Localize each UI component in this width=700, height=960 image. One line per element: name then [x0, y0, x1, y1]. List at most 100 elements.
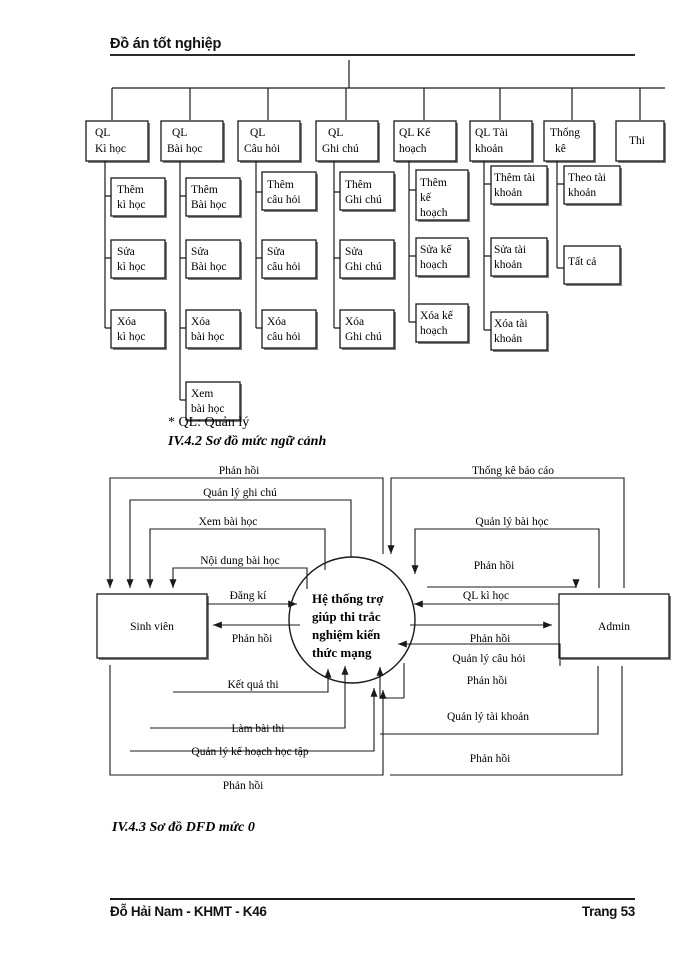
dfd-process-circle: Hệ thống trợ giúp thi trắc nghiệm kiến t… — [288, 556, 416, 684]
dfd-level0-chart: Hệ thống trợ giúp thi trắc nghiệm kiến t… — [0, 462, 700, 812]
node-label: Xóa tài — [494, 318, 528, 330]
flow-label: Đăng kí — [230, 590, 268, 602]
node-label: Thêm — [420, 177, 447, 189]
caption-section-442: IV.4.2 Sơ đồ mức ngữ cảnh — [168, 434, 327, 449]
node-label: khoản — [494, 259, 522, 271]
node-label: Thêm — [267, 179, 294, 191]
node-label: kê — [555, 143, 566, 155]
header-title: Đồ án tốt nghiệp — [110, 36, 222, 52]
dfd-flow-right-thong-ke-bao-cao: Thống kê báo cáo — [387, 464, 625, 588]
node-label: QL — [328, 127, 343, 139]
entity-label: Sinh viên — [130, 621, 174, 633]
node-label: QL — [172, 127, 187, 139]
dfd-flow-left-ket-qua-thi: Kết quả thi — [173, 669, 332, 693]
dfd-flow-right-ql-ki-hoc: QL kì học — [414, 590, 559, 608]
node-label: Thêm tài — [494, 172, 535, 184]
dfd-flow-right-phan-hoi-4: Phản hồi — [390, 666, 623, 776]
node-label: Bài học — [167, 143, 202, 155]
node-label: Sửa kế — [420, 243, 452, 256]
node-label: Ghi chú — [345, 194, 382, 206]
dfd-flow-left-quan-ly-ghi-chu: Quản lý ghi chú — [126, 487, 352, 588]
process-label-line: Hệ thống trợ — [312, 591, 384, 606]
node-label: khoản — [475, 143, 503, 155]
node-label: bài học — [191, 331, 225, 343]
node-label: Sửa — [117, 246, 135, 258]
node-label: hoạch — [420, 207, 448, 219]
node-label: Thi — [629, 135, 645, 147]
flow-label: Quản lý bài học — [475, 516, 548, 528]
node-label: Sửa — [267, 246, 285, 258]
flow-label: Quản lý tài khoản — [447, 711, 529, 723]
node-label: Xóa — [345, 316, 364, 328]
node-label: kì học — [117, 331, 145, 343]
node-label: kế — [420, 191, 432, 204]
node-label: hoạch — [399, 143, 427, 155]
hierarchy-column-cau-hoi: QL Câu hỏi Thêm câu hỏi Sửa câu hỏi Xóa … — [237, 120, 318, 350]
dfd-entity-admin: Admin — [558, 593, 671, 660]
hierarchy-column-thi: Thi — [615, 120, 666, 163]
dfd-flow-left-phan-hoi-3: Phản hồi — [109, 665, 387, 792]
header-rule — [110, 54, 635, 56]
node-label: Xóa — [117, 316, 136, 328]
node-label: Xóa — [191, 316, 210, 328]
process-label-line: thức mạng — [312, 645, 372, 660]
node-label: kì học — [117, 199, 145, 211]
node-label: Kì học — [95, 143, 126, 155]
flow-label: Phản hồi — [470, 632, 511, 645]
node-label: khoản — [568, 187, 596, 199]
node-label: Ghi chú — [345, 331, 382, 343]
node-label: Thống — [550, 126, 580, 139]
note-ql-abbreviation: * QL: Quản lý — [168, 415, 250, 430]
dfd-flow-right-phan-hoi-2: Phản hồi — [410, 621, 552, 645]
flow-label: Xem bài học — [199, 516, 258, 528]
flow-label: Phản hồi — [232, 632, 273, 645]
node-label: câu hỏi — [267, 261, 301, 273]
node-label: Ghi chú — [322, 143, 359, 155]
caption-section-443: IV.4.3 Sơ đồ DFD mức 0 — [112, 820, 255, 835]
dfd-flow-left-phan-hoi-2: Phản hồi — [213, 621, 300, 645]
node-label: Thêm — [345, 179, 372, 191]
hierarchy-column-ghi-chu: QL Ghi chú Thêm Ghi chú Sửa Ghi chú Xóa … — [315, 120, 396, 350]
footer-author: Đỗ Hải Nam - KHMT - K46 — [110, 904, 267, 919]
flow-label: Quản lý kế hoạch học tập — [191, 745, 308, 758]
dfd-entity-sinh-vien: Sinh viên — [96, 593, 209, 660]
node-label: Câu hỏi — [244, 143, 280, 155]
node-label: Xem — [191, 388, 213, 400]
page-header: Đồ án tốt nghiệp — [110, 36, 635, 56]
dfd-flow-right-phan-hoi-1: Phản hồi — [427, 559, 580, 588]
node-label: hoạch — [420, 259, 448, 271]
flow-label: Quản lý ghi chú — [203, 487, 277, 499]
node-label: QL — [95, 127, 110, 139]
dfd-flow-right-quan-ly-bai-hoc: Quản lý bài học — [411, 516, 600, 588]
hierarchy-column-bai-hoc: QL Bài học Thêm Bài học Sửa Bài học Xóa … — [160, 120, 242, 422]
dfd-flow-right-quan-ly-tai-khoan: Quản lý tài khoản — [380, 666, 599, 735]
hierarchy-chart: QL Kì học Thêm kì học Sửa kì học Xóa kì … — [0, 60, 700, 422]
node-label: Sửa — [191, 246, 209, 258]
hierarchy-column-ke-hoach: QL Kế hoạch Thêm kế hoạch Sửa kế hoạch X… — [393, 120, 470, 344]
entity-label: Admin — [598, 621, 630, 633]
dfd-flow-left-noi-dung-bai-hoc: Nội dung bài học — [169, 555, 308, 589]
hierarchy-column-ki-hoc: QL Kì học Thêm kì học Sửa kì học Xóa kì … — [85, 120, 167, 350]
flow-label: Thống kê báo cáo — [472, 464, 554, 477]
node-label: Tất cả — [568, 255, 596, 268]
footer-page-number: Trang 53 — [581, 904, 635, 919]
flow-label: Kết quả thi — [227, 678, 278, 691]
node-label: Thêm — [191, 184, 218, 196]
process-label-line: giúp thi trắc — [312, 609, 381, 624]
footer-rule — [110, 898, 635, 900]
dfd-flow-left-dang-ki: Đăng kí — [207, 590, 297, 608]
hierarchy-column-tai-khoan: QL Tài khoản Thêm tài khoản Sửa tài khoả… — [469, 120, 549, 352]
node-label: câu hỏi — [267, 194, 301, 206]
node-label: khoản — [494, 333, 522, 345]
flow-label: Phản hồi — [223, 779, 264, 792]
dfd-flow-right-phan-hoi-3: Phản hồi — [376, 663, 508, 699]
flow-label: Phản hồi — [467, 674, 508, 687]
dfd-flow-left-xem-bai-hoc: Xem bài học — [146, 516, 326, 588]
dfd-flow-left-quan-ly-ke-hoach: Quản lý kế hoạch học tập — [130, 688, 378, 758]
flow-label: Quản lý câu hỏi — [452, 653, 525, 665]
process-label-line: nghiệm kiến — [312, 627, 381, 642]
node-label: Bài học — [191, 261, 226, 273]
node-label: kì học — [117, 261, 145, 273]
hierarchy-column-thong-ke: Thống kê Theo tài khoản Tất cả — [543, 120, 622, 286]
flow-label: Nội dung bài học — [200, 555, 280, 567]
